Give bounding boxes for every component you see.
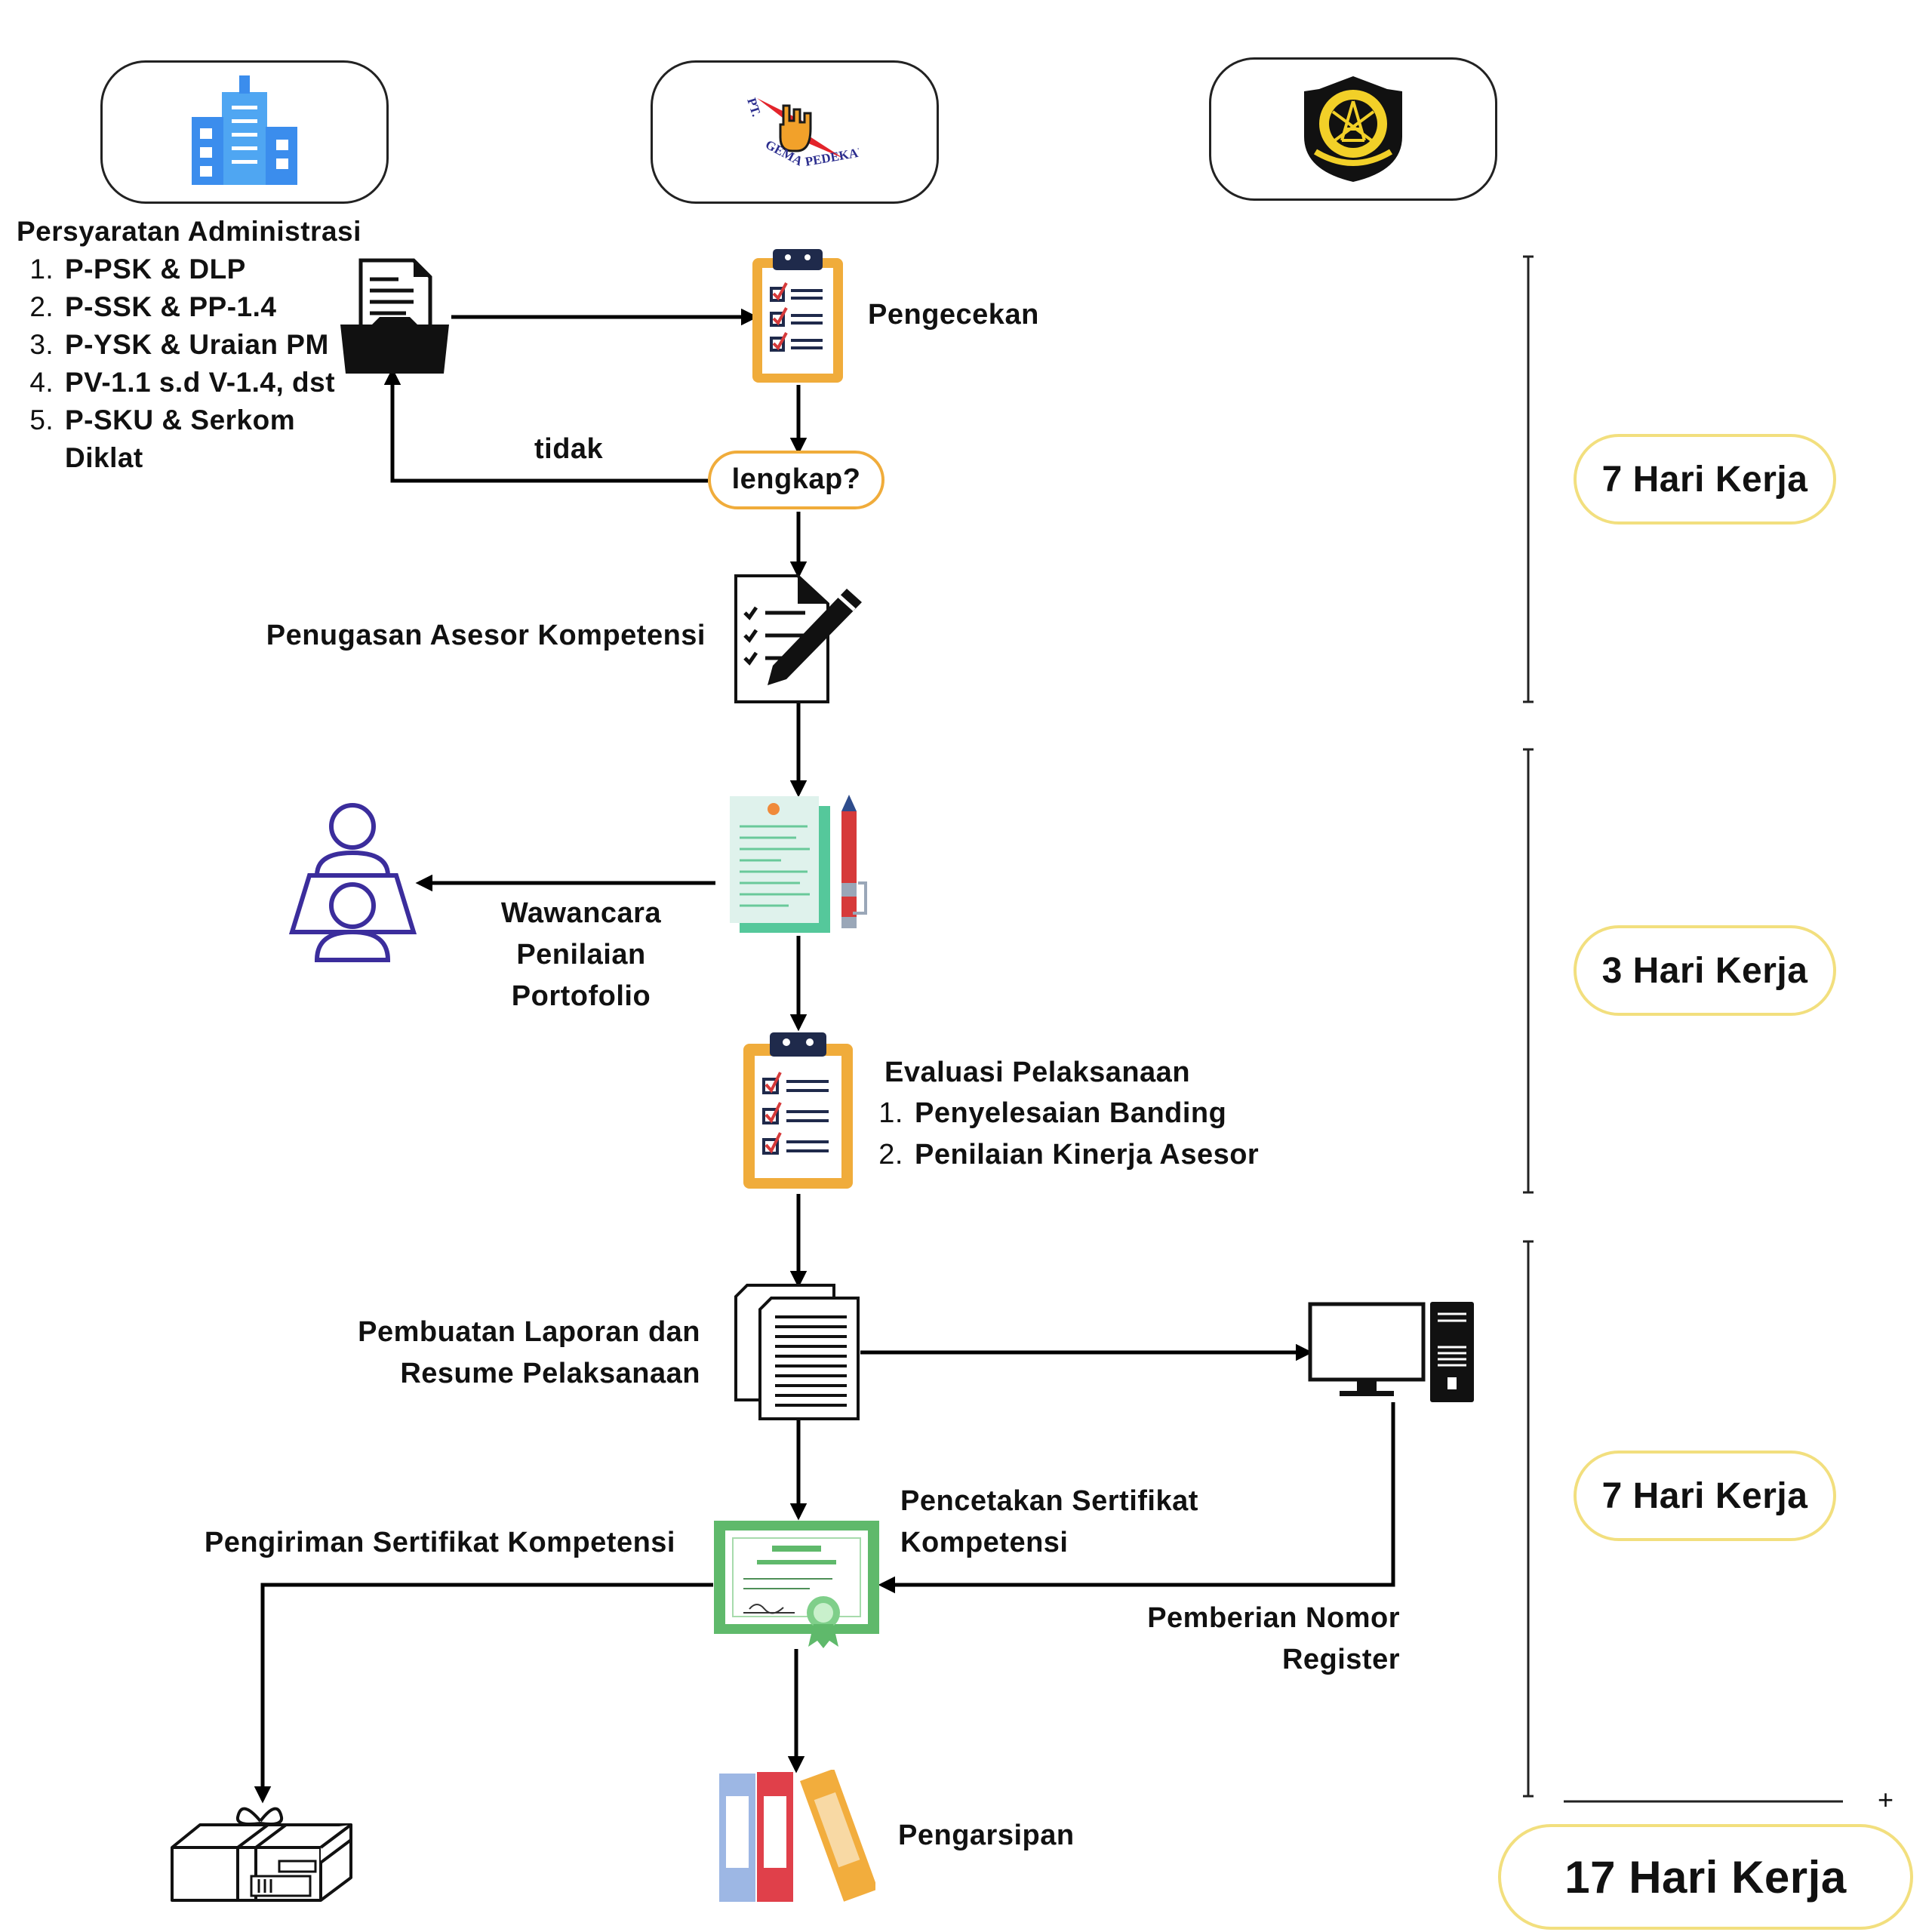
requirement-item: P-YSK & Uraian PM	[62, 326, 364, 364]
requirement-item: PV-1.1 s.d V-1.4, dst	[62, 364, 364, 401]
arrow-decision-no-back	[383, 368, 708, 483]
document-pencil-icon	[730, 795, 867, 933]
requirements-title: Persyaratan Administrasi	[17, 216, 361, 247]
report-line-2: Resume Pelaksanaan	[400, 1358, 700, 1389]
duration-phase-1: 7 Hari Kerja	[1574, 434, 1836, 525]
decision-label: lengkap?	[731, 463, 861, 496]
sum-plus-sign: +	[1878, 1784, 1894, 1815]
step-check-label: Pengecekan	[868, 299, 1039, 331]
clipboard-checklist-icon	[743, 1032, 853, 1189]
duration-phase-2: 3 Hari Kerja	[1574, 925, 1836, 1016]
computer-icon	[1308, 1302, 1474, 1402]
document-pen-icon	[734, 574, 862, 703]
register-line-2: Register	[1281, 1644, 1400, 1675]
interview-people-icon	[288, 803, 417, 962]
duration-phase-3: 7 Hari Kerja	[1574, 1451, 1836, 1541]
document-tray-icon	[340, 258, 449, 374]
step-delivery-label: Pengiriman Sertifikat Kompetensi	[204, 1527, 675, 1558]
decision-node: lengkap?	[708, 451, 884, 509]
header-box-gemapedekabe: PT. GEMA PEDEKABE	[651, 60, 939, 204]
clipboard-checklist-icon	[752, 249, 843, 383]
step-register-label: Pemberian Nomor Register	[1147, 1598, 1400, 1681]
register-line-1: Pemberian Nomor	[1147, 1602, 1400, 1634]
requirement-item: P-SSK & PP-1.4	[62, 288, 364, 326]
step-report-label: Pembuatan Laporan dan Resume Pelaksanaan	[358, 1312, 700, 1395]
evaluation-item: Penyelesaian Banding	[912, 1093, 1259, 1134]
arrow-computer-to-certificate	[878, 1402, 1395, 1594]
decision-no-label: tidak	[534, 433, 604, 465]
header-box-esdm	[1209, 57, 1497, 201]
print-line-1: Pencetakan Sertifikat	[900, 1485, 1198, 1517]
binders-icon	[719, 1770, 875, 1902]
duration-total: 17 Hari Kerja	[1498, 1824, 1913, 1930]
certificate-icon	[714, 1521, 879, 1648]
evaluation-item: Penilaian Kinerja Asesor	[912, 1134, 1259, 1176]
step-print-label: Pencetakan Sertifikat Kompetensi	[900, 1481, 1198, 1564]
svg-text:PEDEKABE: PEDEKABE	[804, 143, 859, 169]
pt-gemapedekabe-logo: PT. GEMA PEDEKABE	[744, 96, 859, 169]
header-box-company	[100, 60, 389, 204]
esdm-logo	[1304, 76, 1402, 182]
interview-line-2: Penilaian	[516, 939, 646, 971]
step-interview-label: Wawancara Penilaian Portofolio	[468, 893, 694, 1017]
print-line-2: Kompetensi	[900, 1527, 1069, 1558]
interview-line-1: Wawancara	[500, 897, 662, 929]
step-assign-label: Penugasan Asesor Kompetensi	[266, 620, 706, 651]
step-evaluation-title: Evaluasi Pelaksanaan	[884, 1057, 1191, 1088]
requirements-list: P-PSK & DLP P-SSK & PP-1.4 P-YSK & Uraia…	[17, 251, 364, 477]
interview-line-3: Portofolio	[511, 980, 651, 1012]
stacked-documents-icon	[734, 1284, 860, 1420]
arrow-certificate-to-package	[254, 1583, 713, 1804]
building-icon	[192, 75, 297, 185]
requirement-item: P-SKU & Serkom Diklat	[62, 401, 314, 477]
svg-text:PT.: PT.	[744, 96, 764, 118]
report-line-1: Pembuatan Laporan dan	[358, 1316, 700, 1348]
requirement-item: P-PSK & DLP	[62, 251, 364, 288]
evaluation-list: Penyelesaian Banding Penilaian Kinerja A…	[866, 1093, 1259, 1176]
package-icon	[171, 1807, 352, 1902]
step-archive-label: Pengarsipan	[898, 1820, 1075, 1851]
